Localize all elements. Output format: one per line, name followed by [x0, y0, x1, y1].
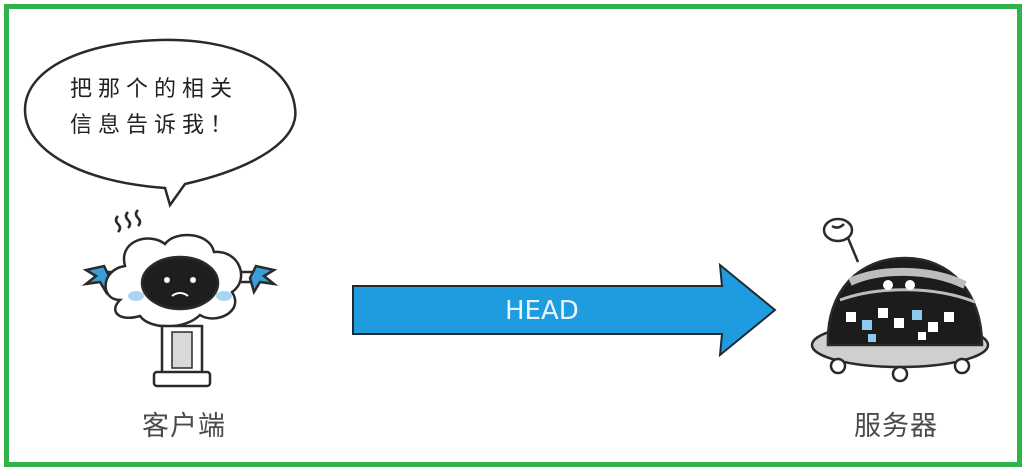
speech-line-1: 把那个的相关	[70, 77, 239, 102]
shiver-mark	[114, 215, 122, 233]
server-robot	[810, 217, 990, 383]
client-robot	[81, 209, 279, 388]
head-arrow-label: HEAD	[505, 296, 579, 326]
right-hand	[248, 264, 279, 296]
server-label: 服务器	[854, 411, 938, 442]
client-label: 客户端	[142, 411, 226, 442]
left-hand	[81, 264, 112, 296]
wheel	[953, 357, 971, 375]
cheek	[128, 291, 144, 301]
wheel	[891, 365, 909, 383]
shiver-mark	[124, 211, 132, 229]
speech-bubble	[23, 38, 297, 208]
antenna-dish	[822, 217, 854, 243]
speech-text: 把那个的相关 信息告诉我！	[70, 72, 238, 144]
shiver-mark	[134, 209, 142, 227]
speech-line-2: 信息告诉我！	[70, 113, 239, 138]
cheek	[216, 291, 232, 301]
head-arrow	[352, 262, 777, 358]
wheel	[829, 357, 847, 375]
